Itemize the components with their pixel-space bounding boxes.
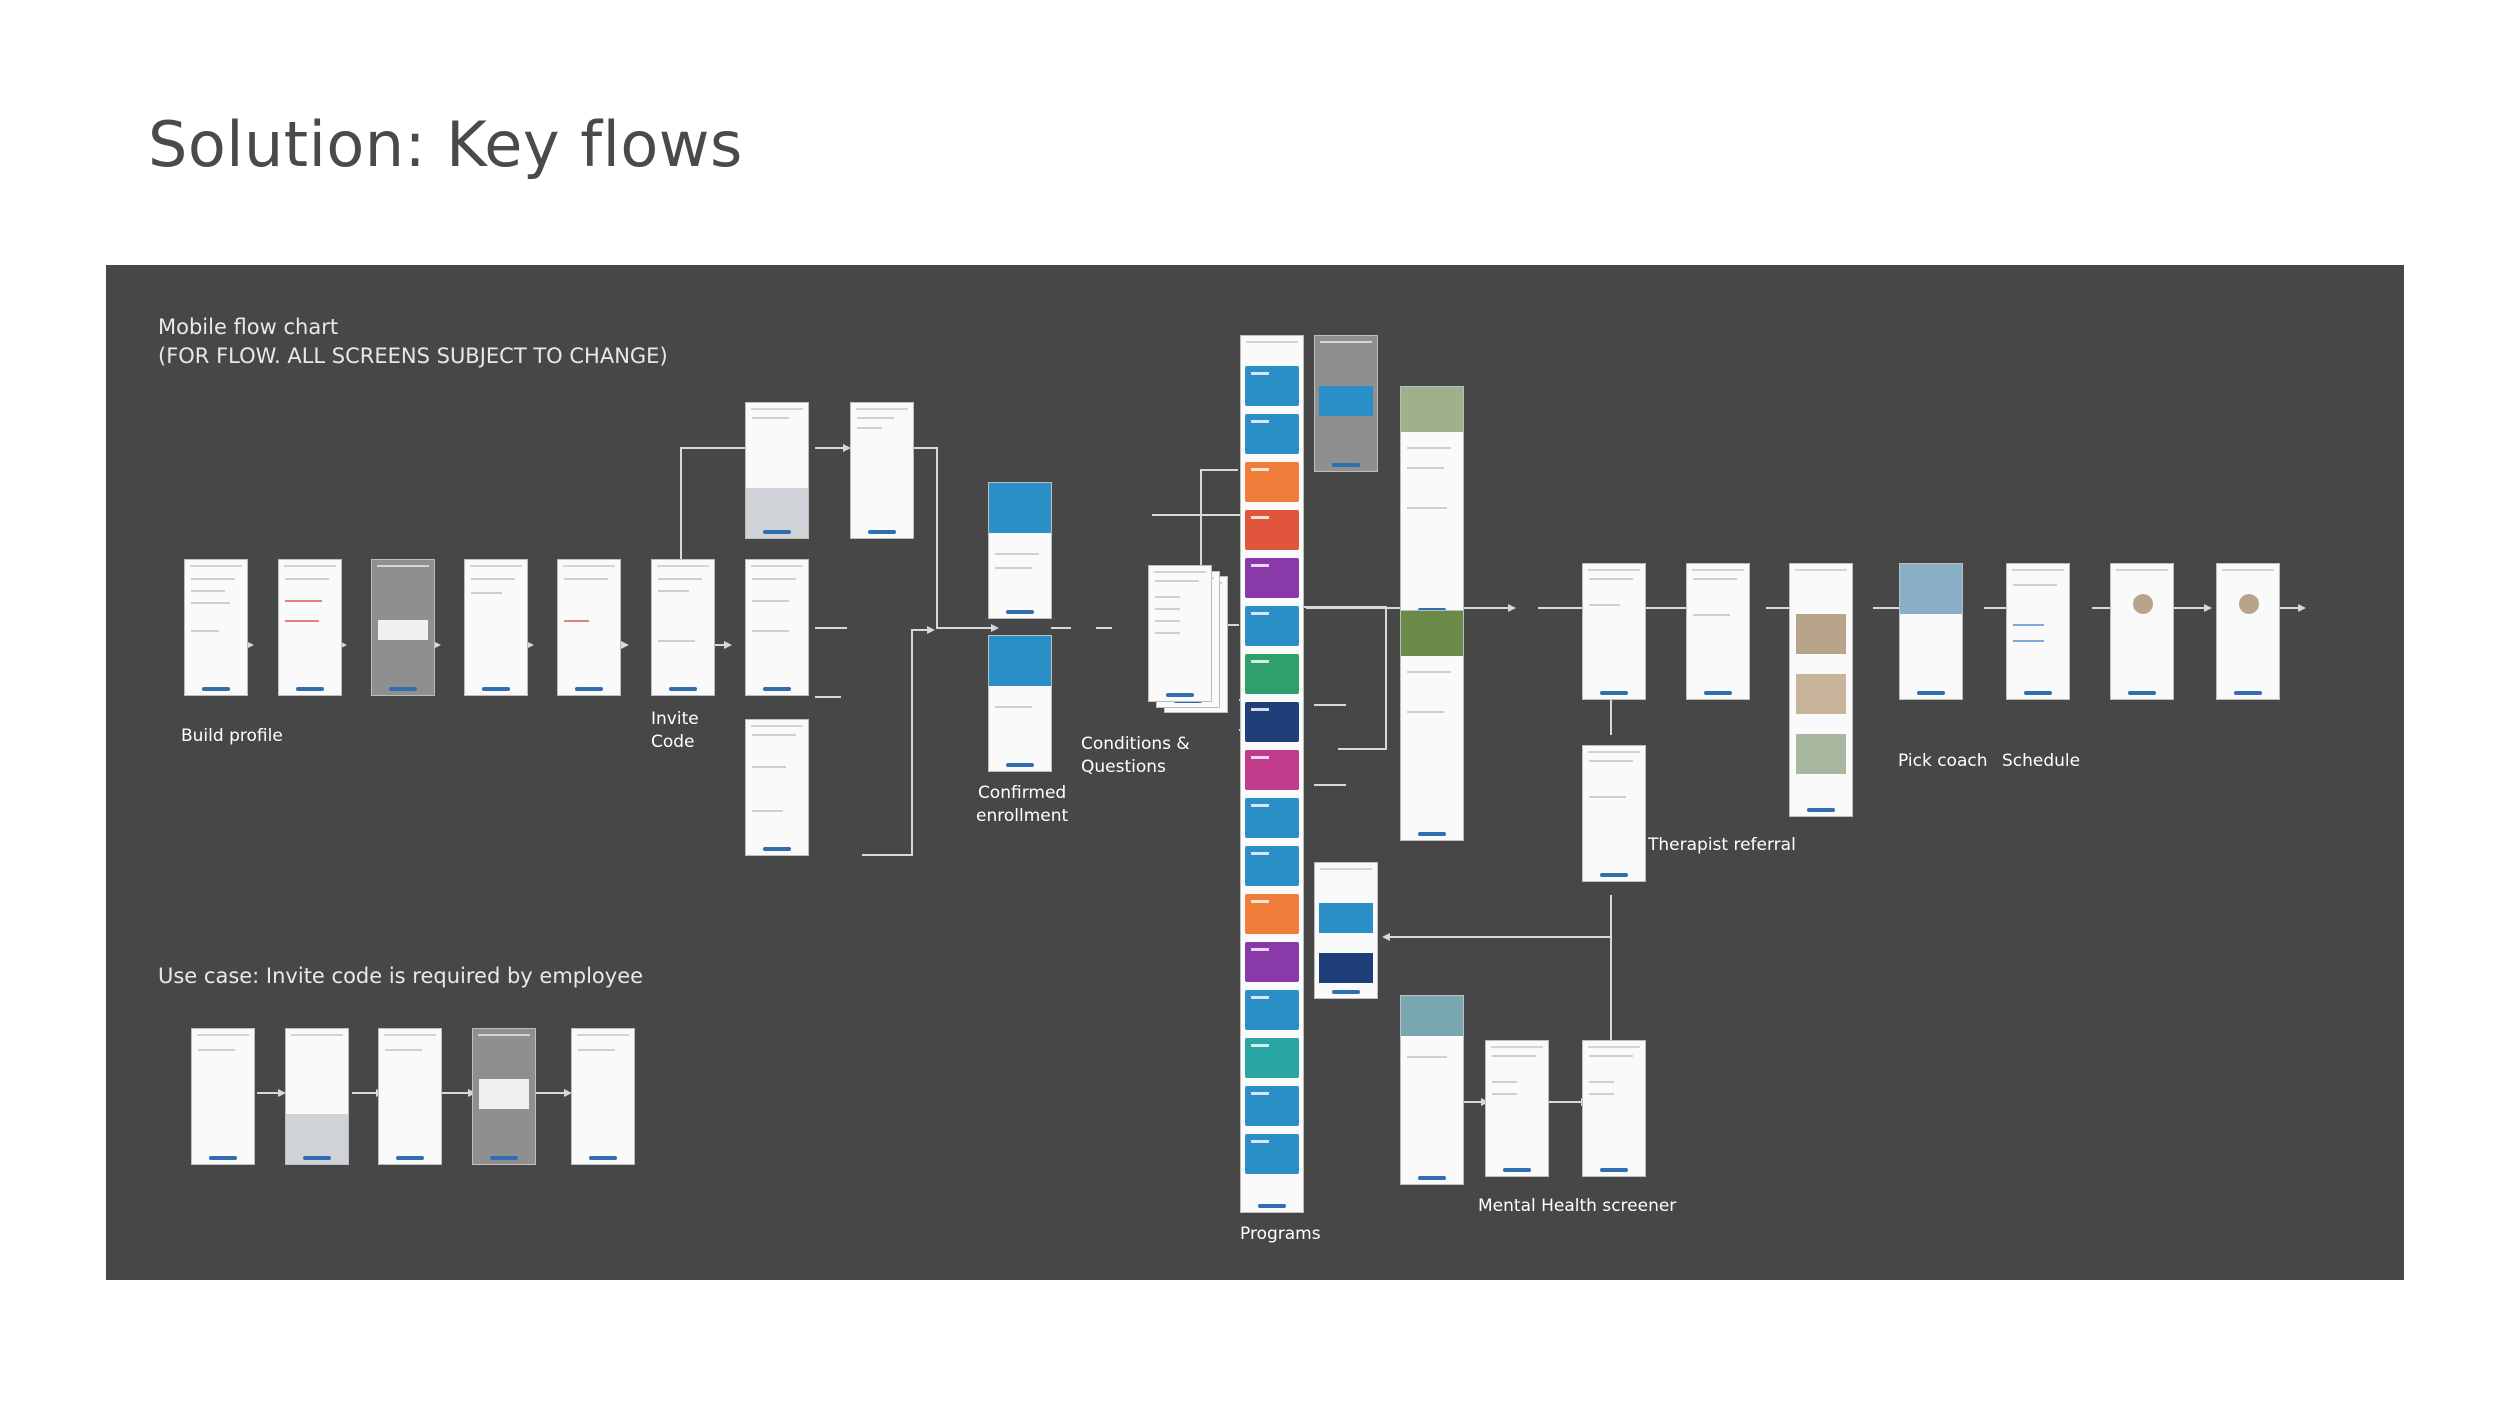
screen-use-case-4 — [472, 1028, 536, 1165]
stage-label-pick-coach: Pick coach — [1898, 751, 1988, 771]
stage-label-mental-health: Mental Health screener — [1478, 1196, 1677, 1216]
stage-label-invite-code: Invite Code — [651, 708, 699, 754]
program-tile — [1245, 414, 1299, 454]
board-heading: Mobile flow chart (FOR FLOW. ALL SCREENS… — [158, 313, 668, 371]
screen-build-profile-5 — [557, 559, 621, 696]
stage-label-confirmed-line2: enrollment — [976, 806, 1069, 826]
program-tile — [1245, 654, 1299, 694]
program-tile — [1245, 990, 1299, 1030]
screen-build-profile-3 — [371, 559, 435, 696]
program-tile — [1245, 894, 1299, 934]
screen-confirm-2 — [2216, 563, 2280, 700]
program-tile — [1245, 606, 1299, 646]
screen-mental-health-detail — [1400, 995, 1464, 1185]
screen-coach-options — [1686, 563, 1750, 700]
screen-keyboard-1 — [745, 402, 809, 539]
screen-invite-code-1 — [651, 559, 715, 696]
screen-confirmed-1 — [988, 482, 1052, 619]
program-tile — [1245, 702, 1299, 742]
stage-label-conditions-line2: Questions — [1081, 757, 1166, 777]
stage-label-programs: Programs — [1240, 1224, 1321, 1244]
board-heading-line2: (FOR FLOW. ALL SCREENS SUBJECT TO CHANGE… — [158, 344, 668, 368]
screen-program-detail-bottom — [1314, 862, 1378, 999]
screen-build-profile-4 — [464, 559, 528, 696]
stage-label-invite-code-line2: Code — [651, 732, 695, 752]
screen-coach-detail-1 — [1400, 386, 1464, 617]
program-tile — [1245, 510, 1299, 550]
flow-chart-board: Mobile flow chart (FOR FLOW. ALL SCREENS… — [106, 265, 2404, 1280]
board-heading-line1: Mobile flow chart — [158, 315, 339, 339]
screen-mh-screener-2 — [1582, 1040, 1646, 1177]
program-tile — [1245, 462, 1299, 502]
screen-build-profile-2 — [278, 559, 342, 696]
screen-confirmed-2 — [988, 635, 1052, 772]
stage-label-confirmed: Confirmed enrollment — [976, 782, 1068, 828]
stage-label-build-profile: Build profile — [181, 726, 283, 746]
program-tile — [1245, 942, 1299, 982]
screen-build-profile-1 — [184, 559, 248, 696]
screen-programs-list — [1240, 335, 1304, 1213]
program-tile — [1245, 846, 1299, 886]
stage-label-invite-code-line1: Invite — [651, 709, 699, 729]
screen-mh-screener-1 — [1485, 1040, 1549, 1177]
screen-use-case-5 — [571, 1028, 635, 1165]
use-case-label: Use case: Invite code is required by emp… — [158, 964, 644, 988]
stage-label-therapist: Therapist referral — [1648, 835, 1796, 855]
screen-invite-code-3 — [745, 719, 809, 856]
screen-keyboard-2 — [850, 402, 914, 539]
program-tile — [1245, 1134, 1299, 1174]
screen-use-case-3 — [378, 1028, 442, 1165]
stage-label-conditions: Conditions & Questions — [1081, 733, 1190, 779]
program-tile — [1245, 1038, 1299, 1078]
screen-program-detail-top — [1314, 335, 1378, 472]
screen-use-case-2 — [285, 1028, 349, 1165]
page-title: Solution: Key flows — [148, 108, 743, 181]
screen-use-case-1 — [191, 1028, 255, 1165]
screen-therapist-referral — [1582, 745, 1646, 882]
screen-coach-list — [1789, 563, 1853, 817]
stage-label-schedule: Schedule — [2002, 751, 2081, 771]
screen-coach-intro — [1582, 563, 1646, 700]
screen-confirm-1 — [2110, 563, 2174, 700]
screen-coach-detail-2 — [1400, 610, 1464, 841]
stage-label-conditions-line1: Conditions & — [1081, 734, 1190, 754]
program-tile — [1245, 558, 1299, 598]
program-tile — [1245, 366, 1299, 406]
screen-pick-coach — [1899, 563, 1963, 700]
screen-conditions — [1148, 565, 1212, 702]
screen-schedule — [2006, 563, 2070, 700]
program-tile — [1245, 1086, 1299, 1126]
program-tile — [1245, 750, 1299, 790]
stage-label-confirmed-line1: Confirmed — [977, 783, 1067, 803]
program-tile — [1245, 798, 1299, 838]
screen-invite-code-2 — [745, 559, 809, 696]
